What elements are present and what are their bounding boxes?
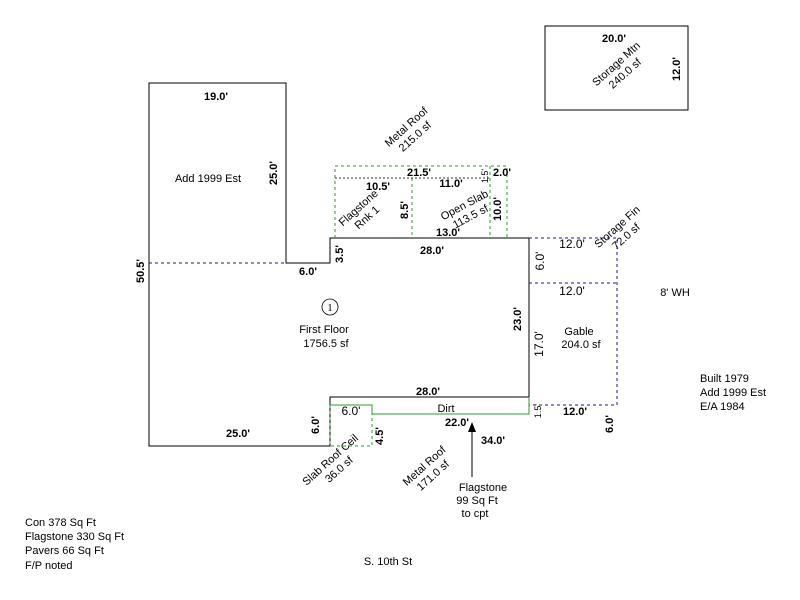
flagstone-note-line-2: 99 Sq Ft [456, 495, 498, 507]
dim-23: 23.0' [512, 307, 524, 331]
summary-note-2: Flagstone 330 Sq Ft [25, 531, 124, 543]
summary-note-3: Pavers 66 Sq Ft [25, 545, 104, 557]
dim-6-right: 6.0' [604, 415, 616, 433]
dim-6-bottom-left: 6.0' [310, 416, 322, 434]
dim-21-5: 21.5' [407, 167, 431, 179]
wh-note: 8' WH [660, 287, 690, 299]
dim-11: 11.0' [439, 178, 463, 190]
first-floor-marker: 1 [327, 302, 333, 314]
street-label: S. 10th St [364, 556, 412, 568]
main-building-outline [148, 82, 530, 447]
first-floor-area: 1756.5 sf [303, 338, 349, 350]
dim-6-fin: 6.0' [533, 252, 547, 271]
dim-12-storage: 12.0' [671, 57, 683, 81]
summary-note-4: F/P noted [25, 560, 73, 572]
dim-13: 13.0' [436, 227, 460, 239]
dim-34: 34.0' [481, 435, 505, 447]
dim-20: 20.0' [602, 33, 626, 45]
flagstone-note-line-3: to cpt [462, 508, 489, 520]
dim-4-5: 4.5' [374, 427, 386, 445]
dim-12-fin: 12.0' [559, 237, 585, 251]
dim-12-gable: 12.0' [559, 284, 585, 298]
dim-50-5: 50.5' [135, 259, 147, 283]
dim-17: 17.0' [532, 331, 546, 357]
dim-6-left: 6.0' [299, 266, 317, 278]
dim-28-top: 28.0' [420, 245, 444, 257]
dim-25-vertical: 25.0' [268, 161, 280, 185]
dim-12-bottom: 12.0' [563, 406, 587, 418]
dim-1-5-top: 1.5' [480, 169, 490, 184]
dim-10: 10.0' [492, 197, 504, 221]
dim-25-bottom: 25.0' [226, 428, 250, 440]
dim-10-5: 10.5' [366, 181, 390, 193]
dim-28-bottom: 28.0' [416, 386, 440, 398]
storage-fin-outline [529, 237, 618, 406]
first-floor-marker-circle [321, 298, 339, 316]
first-floor-label: First Floor [299, 324, 349, 336]
storage-mtn-box [544, 25, 689, 111]
gable-area: 204.0 sf [561, 339, 601, 351]
metal-roof-top-outline [334, 165, 508, 238]
dim-19: 19.0' [204, 91, 228, 103]
dim-6-slab: 6.0' [342, 404, 361, 418]
dim-8-5: 8.5' [399, 201, 411, 219]
dirt-label: Dirt [437, 403, 454, 415]
flagstone-note-line-1: Flagstone [459, 482, 507, 494]
built-note-2: Add 1999 Est [700, 387, 766, 399]
slab-roof-outline [329, 405, 373, 447]
add-1999-label: Add 1999 Est [175, 173, 241, 185]
built-note-1: Built 1979 [700, 373, 749, 385]
dim-2: 2.0' [493, 167, 511, 179]
dim-3-5: 3.5' [334, 245, 346, 263]
flagstone-arrow-head [468, 422, 476, 432]
gable-label: Gable [564, 326, 593, 338]
dim-22: 22.0' [445, 417, 469, 429]
dim-1-5-bottom: 1.5' [533, 404, 543, 419]
built-note-3: E/A 1984 [700, 401, 745, 413]
summary-note-1: Con 378 Sq Ft [25, 517, 96, 529]
